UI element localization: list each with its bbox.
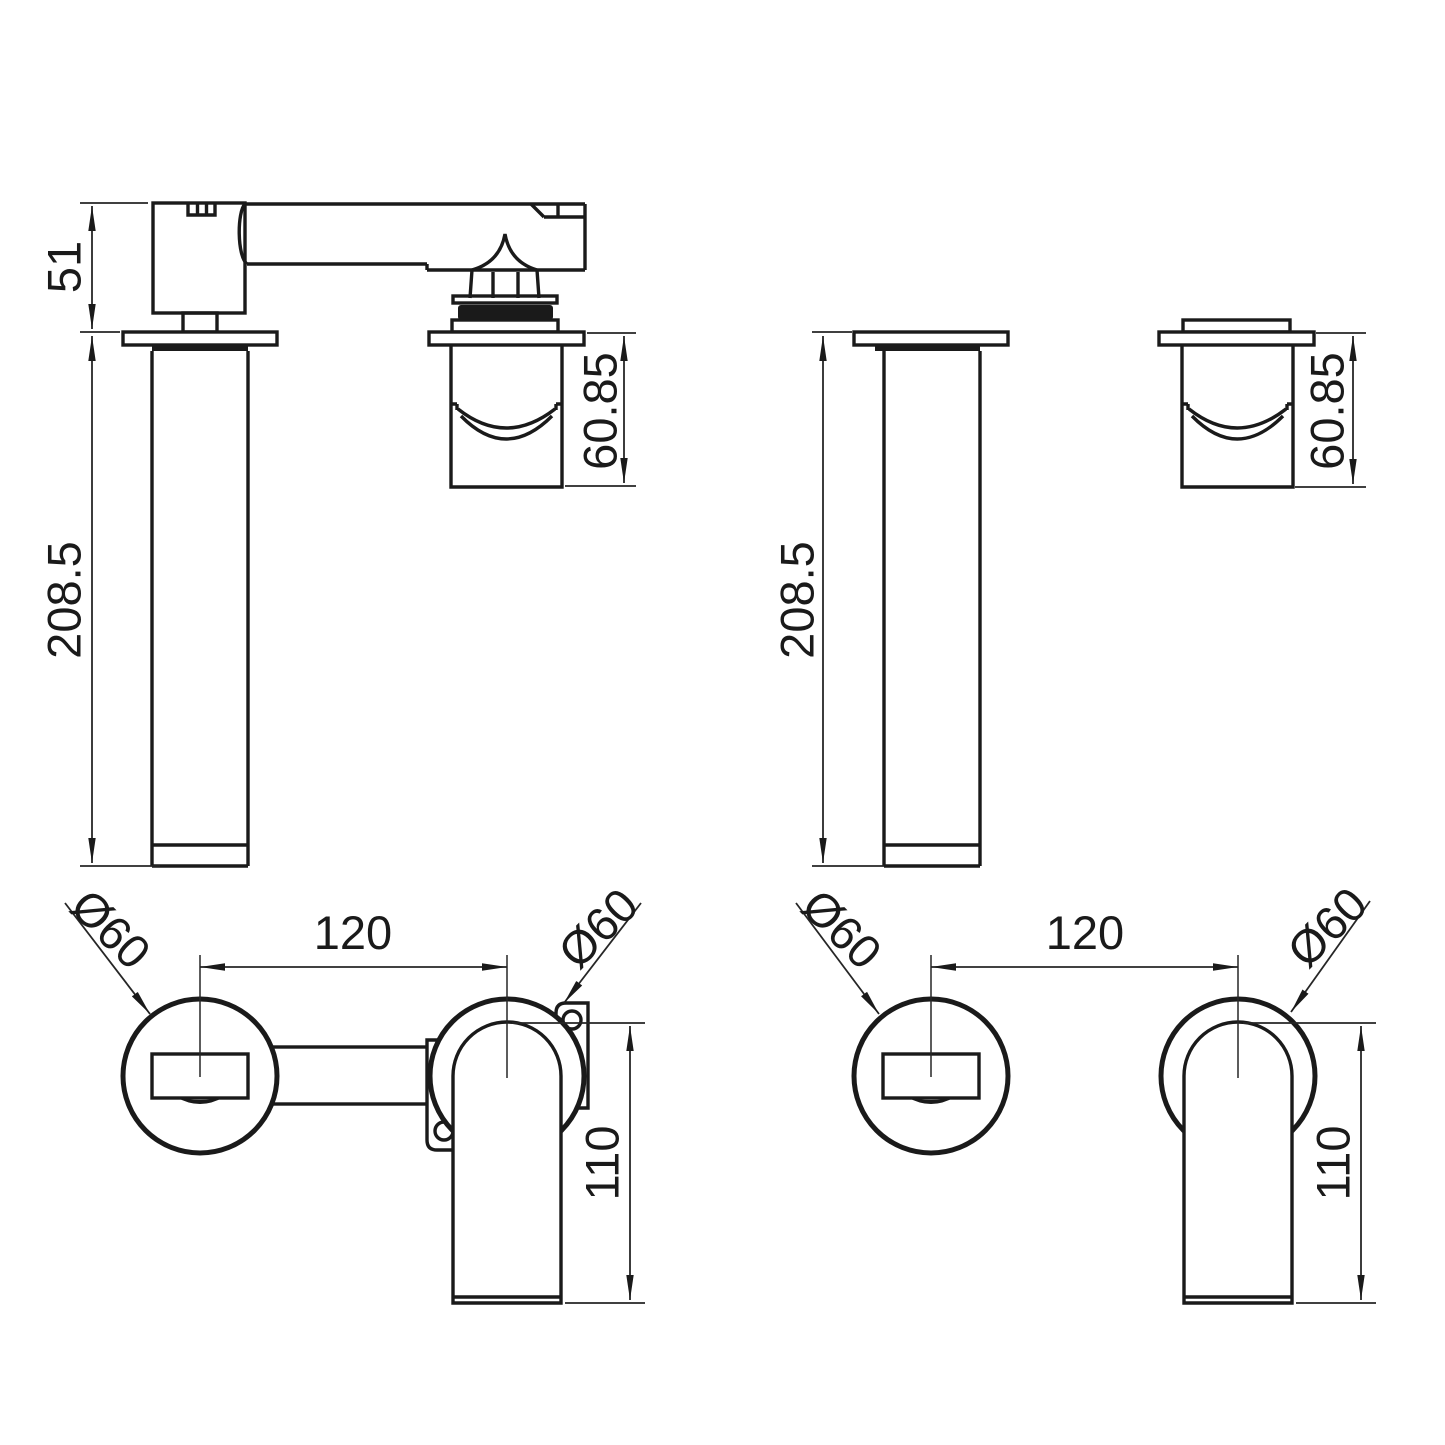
dim-51-label: 51 bbox=[37, 241, 90, 293]
dim-120-label-left: 120 bbox=[314, 906, 392, 959]
dim-120-label-right: 120 bbox=[1046, 906, 1124, 959]
components-front-view: 120 Ø60 Ø60 110 bbox=[792, 877, 1377, 1305]
assembled-front-view: 120 Ø60 Ø60 110 bbox=[61, 878, 648, 1305]
dia-callout-handle-right: Ø60 bbox=[792, 879, 892, 1015]
dim-handle-height: 51 bbox=[37, 202, 148, 333]
dim-pipe-length-right: 208.5 bbox=[770, 331, 884, 867]
wall-pipe-component bbox=[852, 330, 1010, 868]
dia-callout-spout-left: Ø60 bbox=[548, 878, 648, 1004]
wall-pipe-side bbox=[121, 330, 279, 868]
dim-110-label-right: 110 bbox=[1306, 1126, 1359, 1201]
dim-6085-label-left: 60.85 bbox=[573, 352, 626, 470]
dia-callout-handle-left: Ø60 bbox=[61, 879, 161, 1015]
spout-trim-component bbox=[1157, 318, 1316, 489]
dim-6085-label-right: 60.85 bbox=[1300, 352, 1353, 470]
dim-spout-trim-height-right: 60.85 bbox=[1295, 332, 1366, 488]
dim-208-label-right: 208.5 bbox=[770, 541, 823, 659]
centerlines-2 bbox=[930, 955, 1239, 1078]
dim-spout-trim-height-left: 60.85 bbox=[565, 332, 636, 487]
spout-trim-side bbox=[427, 330, 586, 489]
centerlines bbox=[199, 955, 508, 1078]
dia60-label-2: Ø60 bbox=[548, 878, 648, 978]
dia60-label-1: Ø60 bbox=[61, 879, 161, 979]
dia60-label-3: Ø60 bbox=[792, 879, 892, 979]
assembled-side-view: 51 208.5 60.85 bbox=[37, 201, 636, 868]
valve-body-side bbox=[151, 201, 247, 334]
connecting-bar bbox=[264, 1045, 434, 1106]
dim-208-label-left: 208.5 bbox=[37, 541, 90, 659]
dim-centre-distance-right: 120 bbox=[931, 906, 1238, 971]
dim-spout-drop-right: 110 bbox=[1243, 1022, 1376, 1304]
dia60-label-4: Ø60 bbox=[1277, 877, 1377, 977]
dim-pipe-length-left: 208.5 bbox=[37, 336, 160, 867]
dim-110-label-left: 110 bbox=[575, 1126, 628, 1201]
components-side-view: 208.5 60.85 bbox=[770, 318, 1366, 868]
spout-arm-side bbox=[237, 202, 587, 334]
dim-spout-drop-left: 110 bbox=[512, 1022, 645, 1304]
dim-centre-distance-left: 120 bbox=[200, 906, 507, 971]
dia-callout-spout-right: Ø60 bbox=[1277, 877, 1377, 1013]
